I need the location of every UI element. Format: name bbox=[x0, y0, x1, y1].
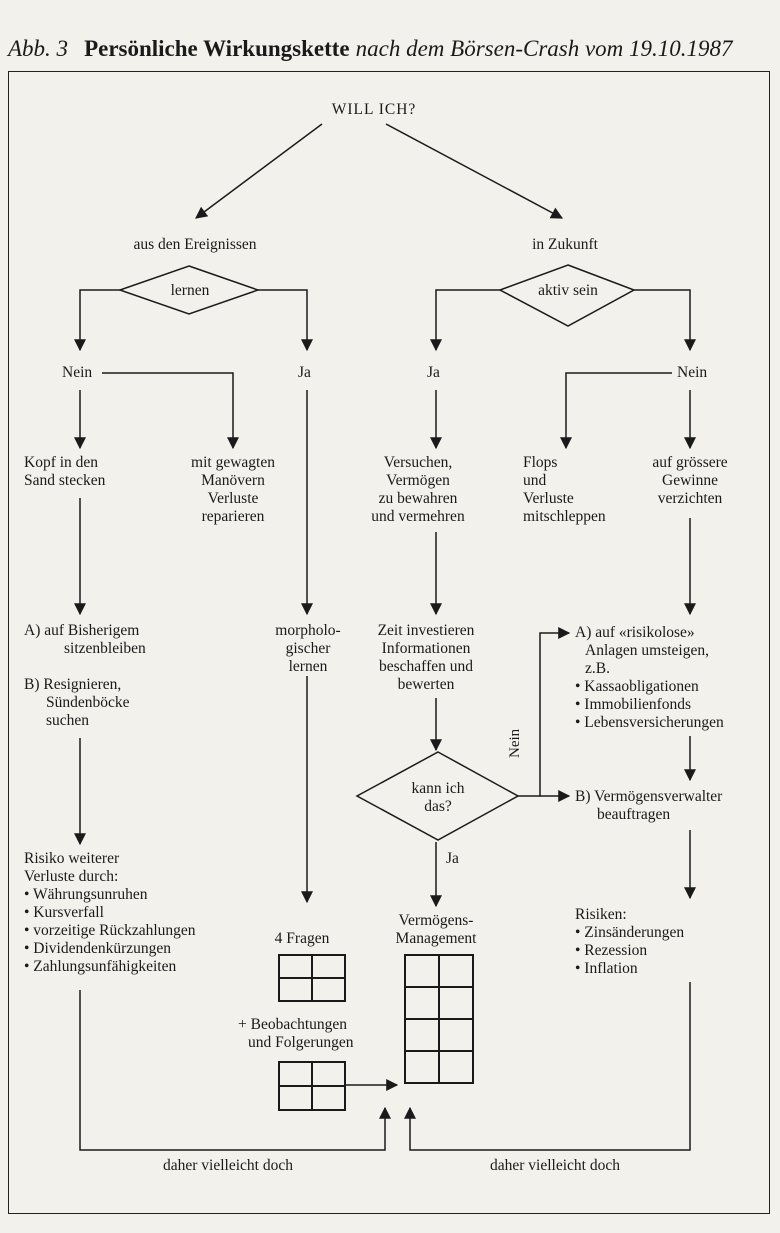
diamond-kann bbox=[355, 751, 520, 841]
node-lernen: lernen bbox=[170, 282, 210, 299]
edge-lernen-nein bbox=[74, 289, 120, 352]
node-aus-den-ereignissen: aus den Ereignissen bbox=[133, 236, 257, 253]
diamond-lernen bbox=[117, 265, 261, 315]
edge-kann-a-risiko bbox=[518, 627, 571, 797]
node-risiken: Risiken: bbox=[575, 906, 627, 923]
diamond-aktiv bbox=[498, 264, 636, 327]
node-vermoegens-management: Vermögens-Management bbox=[395, 912, 477, 947]
figure-subtitle: nach dem Börsen-Crash vom 19.10.1987 bbox=[355, 36, 733, 61]
label-ja-right: Ja bbox=[427, 364, 440, 381]
edge-will-ereignisse bbox=[195, 123, 323, 219]
node-in-zukunft: in Zukunft bbox=[532, 236, 598, 253]
grid-beobachtungen bbox=[278, 1061, 346, 1111]
figure-number: Abb. 3 bbox=[8, 36, 69, 61]
edge-aktiv-nein bbox=[634, 289, 696, 352]
diagram-frame bbox=[8, 71, 770, 1214]
node-will-ich: WILL ICH? bbox=[331, 101, 417, 118]
edge-lernen-ja bbox=[258, 289, 313, 352]
label-daher-vielleicht-doch-left: daher vielleicht doch bbox=[163, 1157, 293, 1174]
label-daher-vielleicht-doch-right: daher vielleicht doch bbox=[490, 1157, 620, 1174]
edge-will-zukunft bbox=[385, 123, 564, 219]
label-nein-right: Nein bbox=[677, 364, 708, 381]
node-4-fragen: 4 Fragen bbox=[274, 930, 330, 947]
node-a-risikolose: A) auf «risikolose»Anlagen umsteigen,z.B… bbox=[575, 624, 709, 677]
edge-risiko-daher-left bbox=[79, 990, 391, 1151]
list-verlustrisiken: • Währungsunruhen• Kursverfall• vorzeiti… bbox=[24, 886, 196, 975]
label-nein-left: Nein bbox=[62, 364, 93, 381]
label-ja-kann: Ja bbox=[446, 850, 459, 867]
node-aktiv-sein: aktiv sein bbox=[538, 282, 598, 299]
edge-risiken-daher-right bbox=[404, 982, 691, 1151]
label-nein-kann: Nein bbox=[507, 728, 523, 758]
edge-nein-gewagt bbox=[102, 372, 239, 450]
grid-vermoegensmanagement bbox=[404, 954, 474, 1084]
figure-main-title: Persönliche Wirkungskette bbox=[84, 36, 350, 61]
list-risiken: • Zinsänderungen• Rezession• Inflation bbox=[575, 924, 685, 977]
edge-aktiv-ja bbox=[430, 289, 500, 352]
label-ja-left: Ja bbox=[298, 364, 311, 381]
grid-4-fragen bbox=[278, 954, 346, 1002]
edge-nein-flops bbox=[560, 372, 672, 450]
list-risikolose-anlagen: • Kassaobligationen• Immobilienfonds• Le… bbox=[575, 678, 724, 731]
